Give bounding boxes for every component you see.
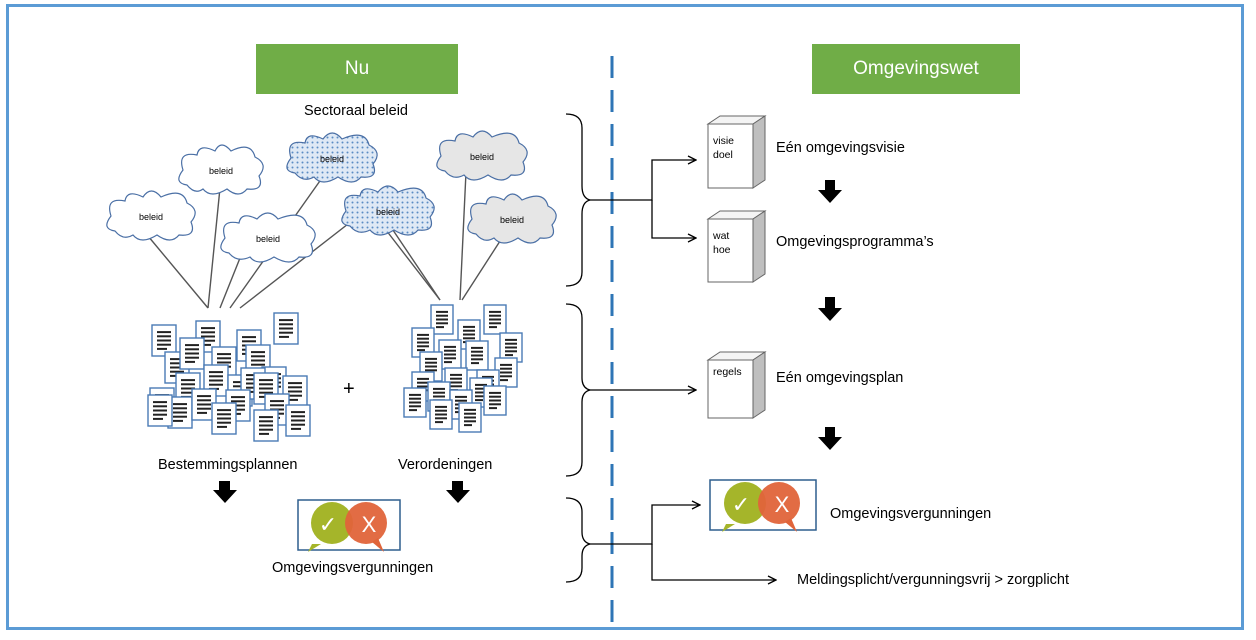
header-environment-act: Omgevingswet [812, 44, 1020, 94]
permit-badge-left: ✓ X [297, 499, 401, 552]
plus-sign: + [343, 378, 355, 400]
brace-upper [565, 113, 591, 287]
brace-middle [565, 303, 591, 477]
document-icon [430, 304, 454, 335]
down-arrow-icon [818, 297, 842, 321]
document-icon [483, 385, 507, 416]
check-icon: ✓ [732, 492, 750, 517]
document-icon [403, 387, 427, 418]
document-icon [438, 339, 462, 370]
cloud-label: beleid [470, 152, 494, 162]
ordinance-documents [403, 304, 523, 433]
document-icon [151, 324, 177, 357]
document-icon [499, 332, 523, 363]
cloud-label: beleid [139, 212, 163, 222]
box-vision: visie doel [706, 115, 767, 189]
permits-label-left: Omgevingsvergunningen [272, 560, 434, 576]
check-icon: ✓ [319, 512, 337, 537]
permit-badge-right: ✓ X [709, 479, 817, 532]
cloud-label: beleid [376, 207, 400, 217]
document-icon [179, 337, 205, 370]
connector-arrows [590, 160, 776, 580]
document-icon [211, 402, 237, 435]
cross-icon: X [362, 512, 377, 537]
cloud-icon: beleid [286, 132, 378, 183]
cloud-label: beleid [256, 234, 280, 244]
cloud-icon: beleid [106, 190, 196, 241]
brace-lower [565, 497, 591, 583]
document-icon [458, 402, 482, 433]
cloud-label: beleid [500, 215, 524, 225]
programs-label: Omgevingsprogramma’s [776, 234, 934, 250]
cloud-label: beleid [320, 154, 344, 164]
down-arrow-icon [213, 481, 237, 503]
cloud-icon: beleid [467, 193, 557, 244]
permits-label-right: Omgevingsvergunningen [830, 506, 992, 522]
down-arrow-icon [818, 180, 842, 203]
document-icon [465, 340, 489, 371]
plan-label: Eén omgevingsplan [776, 370, 904, 386]
box-programs-line2: hoe [713, 244, 731, 256]
cross-icon: X [775, 492, 790, 517]
box-vision-line1: visie [713, 135, 734, 147]
down-arrows [213, 180, 842, 503]
document-icon [273, 312, 299, 345]
cloud-icon: beleid [436, 130, 528, 181]
policy-connectors [147, 171, 503, 309]
box-programs-line1: wat [712, 230, 729, 242]
down-arrow-icon [446, 481, 470, 503]
box-plan-line1: regels [713, 366, 742, 378]
header-now: Nu [256, 44, 458, 94]
document-icon [147, 394, 173, 427]
cloud-icon: beleid [341, 185, 435, 236]
cloud-icon: beleid [220, 212, 316, 263]
document-icon [285, 404, 311, 437]
box-plan: regels [706, 351, 767, 419]
document-icon [253, 409, 279, 442]
policy-clouds: beleid beleid beleid beleid beleid beleid bele… [106, 130, 557, 263]
cloud-label: beleid [209, 166, 233, 176]
sectoral-policy-label: Sectoraal beleid [304, 103, 408, 119]
document-icon [483, 304, 507, 335]
down-arrow-icon [818, 427, 842, 450]
box-vision-line2: doel [713, 149, 733, 161]
vision-label: Eén omgevingsvisie [776, 140, 905, 156]
diagram-frame [6, 4, 1244, 630]
cloud-icon: beleid [178, 144, 264, 195]
document-icon [429, 399, 453, 430]
zoning-plan-documents [147, 312, 311, 442]
zoning-plans-label: Bestemmingsplannen [158, 457, 298, 473]
notification-label: Meldingsplicht/vergunningsvrij > zorgpli… [797, 572, 1070, 588]
box-programs: wat hoe [706, 210, 767, 283]
ordinances-label: Verordeningen [398, 457, 493, 473]
